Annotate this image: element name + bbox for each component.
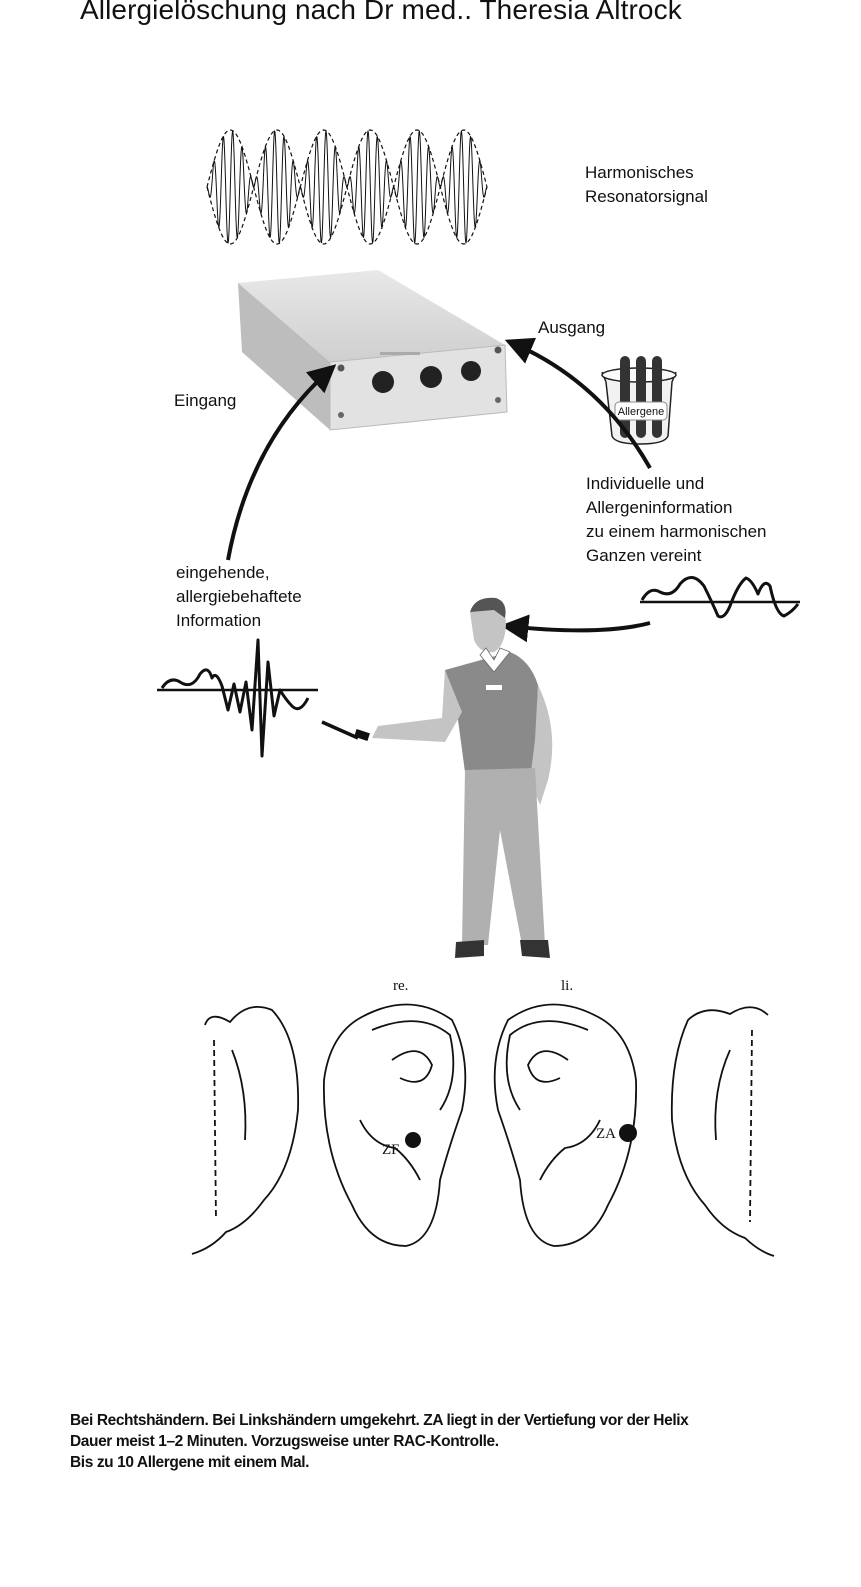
harmonic-signal-wave	[206, 129, 488, 245]
input-label: Eingang	[174, 391, 237, 410]
right-ear-label: re.	[393, 978, 409, 994]
electrode-cable	[321, 720, 359, 740]
signal-label: Harmonisches Resonatorsignal	[585, 163, 708, 206]
ear-side-view-right	[191, 1006, 300, 1255]
allergen-beaker	[601, 356, 677, 445]
combined-info-label: Individuelle und Allergeninformation zu …	[586, 474, 767, 565]
ear-front-view-left	[493, 1003, 638, 1247]
footer-line: Bis zu 10 Allergene mit einem Mal.	[70, 1454, 310, 1471]
harmonized-wave	[640, 576, 800, 619]
feedback-arrow	[500, 614, 651, 643]
point-za-label: ZA	[596, 1126, 616, 1142]
output-arrow	[504, 337, 652, 469]
footer-line: Bei Rechtshändern. Bei Linkshändern umge…	[70, 1412, 689, 1429]
output-label: Ausgang	[538, 318, 606, 337]
resonator-device	[238, 270, 508, 431]
signal-carrier-line	[206, 129, 488, 245]
input-arrow	[226, 364, 337, 561]
ear-side-view-left	[670, 1006, 775, 1257]
acupoint-zf-marker	[405, 1132, 421, 1148]
patient-figure	[372, 597, 553, 958]
footer-line: Dauer meist 1–2 Minuten. Vorzugsweise un…	[70, 1433, 499, 1450]
beaker-label: Allergene	[618, 406, 664, 418]
left-ear-label: li.	[561, 978, 574, 994]
incoming-info-label: eingehende, allergiebehaftete Informatio…	[176, 563, 302, 630]
page-title: Allergielöschung nach Dr med.. Theresia …	[80, 0, 682, 25]
ear-front-view-right	[322, 1003, 467, 1247]
footer-notes: Bei Rechtshändern. Bei Linkshändern umge…	[70, 1410, 689, 1473]
point-zf-label: ZF	[382, 1142, 400, 1158]
hand-electrode	[354, 729, 370, 741]
incoming-wave	[157, 638, 318, 758]
acupoint-za-marker	[619, 1124, 637, 1142]
